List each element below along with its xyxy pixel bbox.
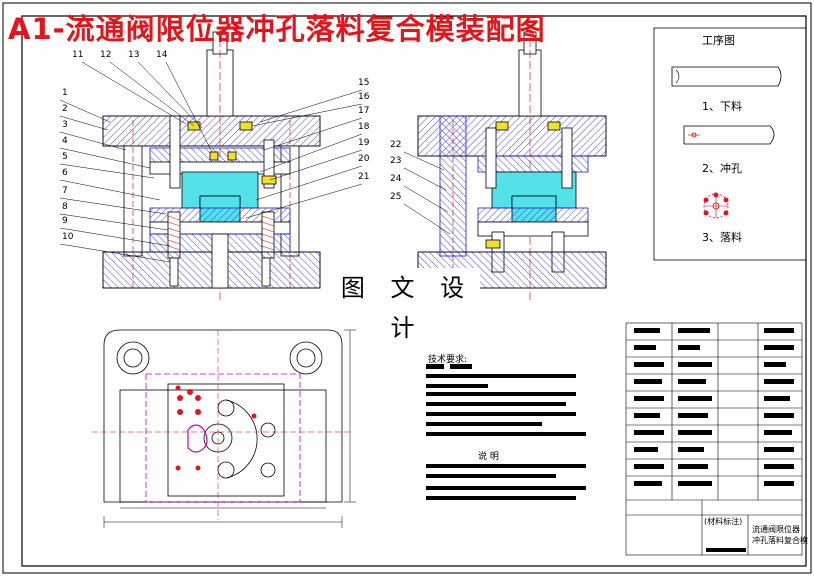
process-step-1: 1、下料 <box>702 100 742 113</box>
callout-16: 16 <box>358 92 370 102</box>
callout-17: 17 <box>358 106 370 116</box>
callout-13: 13 <box>128 50 140 60</box>
material-label: (材料标注) <box>704 517 743 526</box>
inner-border <box>21 15 807 567</box>
callout-22: 22 <box>390 140 402 150</box>
callout-1: 1 <box>62 88 68 98</box>
callout-9: 9 <box>62 216 68 226</box>
process-heading: 工序图 <box>702 34 735 47</box>
plan-view <box>92 329 356 528</box>
title-block-redacted <box>634 328 794 552</box>
drawing-title: A1-流通阀限位器冲孔落料复合模装配图 <box>8 12 546 46</box>
side-section-view <box>417 28 607 300</box>
callout-20: 20 <box>358 154 370 164</box>
watermark-text: 图 文 设 计 <box>334 268 480 342</box>
callout-15: 15 <box>358 78 370 88</box>
callout-10: 10 <box>62 232 74 242</box>
drawing-name-line1: 流通阀限位器 <box>752 525 800 534</box>
process-step-3: 3、落料 <box>702 231 742 244</box>
callout-23: 23 <box>390 156 402 166</box>
callout-leaders-left <box>59 61 363 263</box>
callout-18: 18 <box>358 122 370 132</box>
tech-requirements-heading: 技术要求: <box>428 355 468 365</box>
callout-8: 8 <box>62 202 68 212</box>
title-block <box>625 322 803 556</box>
callout-25: 25 <box>390 192 402 202</box>
callout-7: 7 <box>62 186 68 196</box>
process-box <box>653 27 807 261</box>
callout-19: 19 <box>358 138 370 148</box>
drawing-name-line2: 冲孔落料复合模 <box>752 536 808 545</box>
callout-14: 14 <box>156 50 168 60</box>
explanation-heading: 说 明 <box>478 452 499 462</box>
callout-24: 24 <box>390 174 402 184</box>
callout-3: 3 <box>62 120 68 130</box>
process-step-2: 2、冲孔 <box>702 162 742 175</box>
tech-notes-redacted <box>426 364 586 500</box>
callout-leaders-right <box>403 151 451 235</box>
callout-11: 11 <box>72 50 84 60</box>
callout-4: 4 <box>62 136 68 146</box>
callout-6: 6 <box>62 168 68 178</box>
callout-5: 5 <box>62 152 68 162</box>
callout-12: 12 <box>100 50 112 60</box>
callout-2: 2 <box>62 104 68 114</box>
front-section-view <box>102 28 321 300</box>
callout-21: 21 <box>358 172 370 182</box>
